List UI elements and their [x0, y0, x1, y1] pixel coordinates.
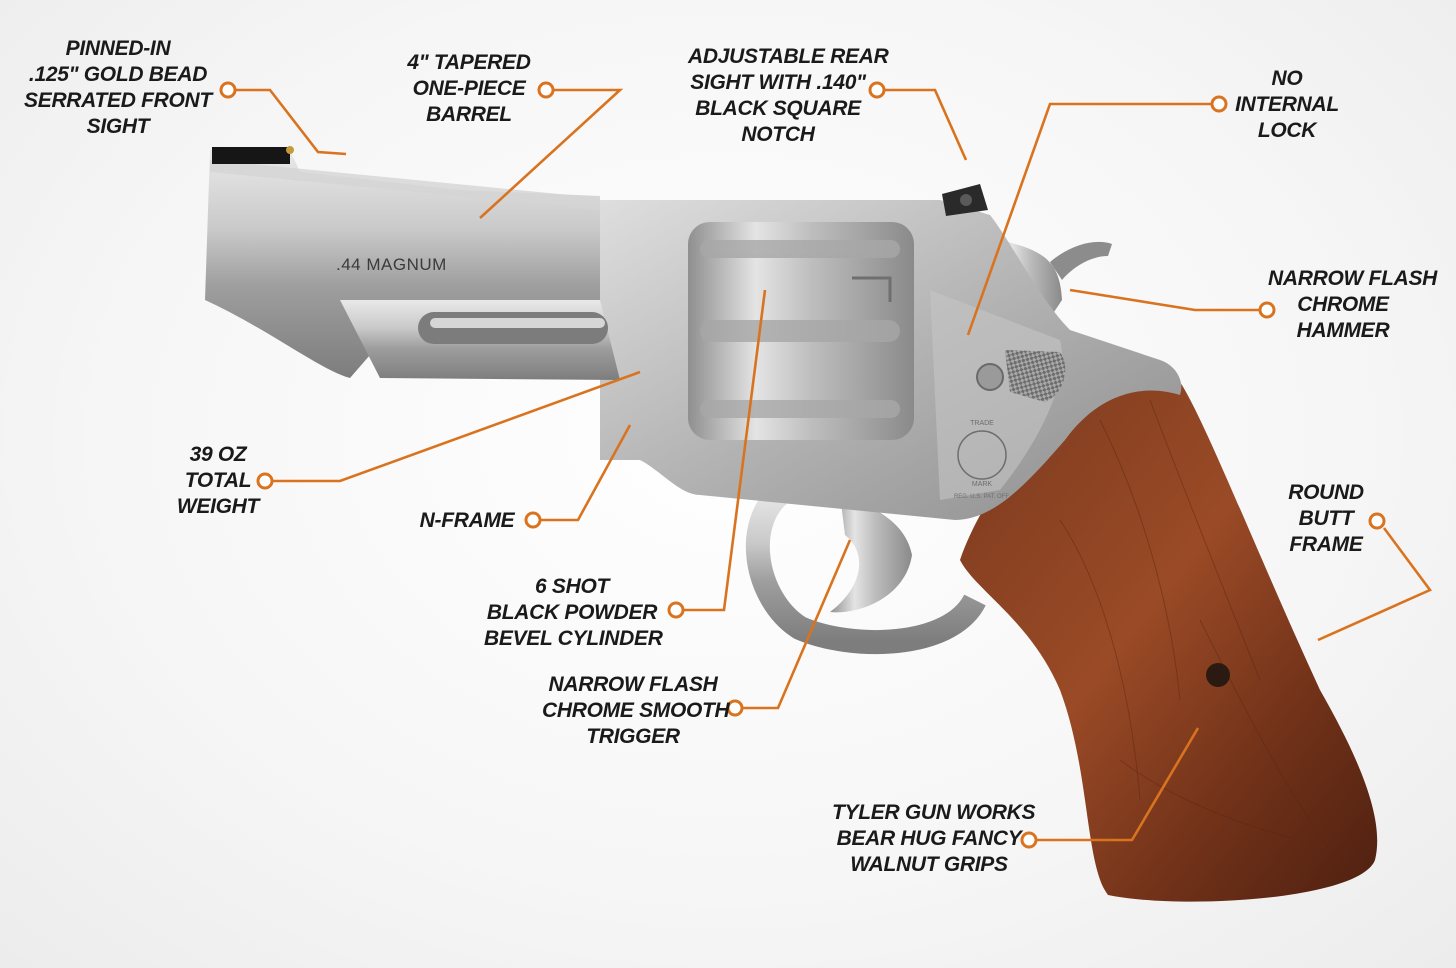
front-sight-bead [286, 146, 294, 154]
callout-internal-lock: NO INTERNAL LOCK [1234, 66, 1340, 144]
callout-line: INTERNAL [1235, 93, 1339, 116]
callout-barrel: 4" TAPERED ONE-PIECE BARREL [393, 50, 545, 128]
callout-hammer: NARROW FLASH CHROME HAMMER [1268, 266, 1438, 344]
internal-lock-leader [966, 102, 1212, 336]
callout-line: NARROW FLASH [548, 673, 718, 696]
hammer-dot [1258, 301, 1276, 319]
callout-line: BEAR HUG FANCY [836, 827, 1022, 850]
barrel-leader [479, 88, 624, 219]
callout-line: BUTT [1298, 507, 1354, 530]
callout-line: .125" GOLD BEAD [28, 63, 208, 86]
rear-sight-screw [960, 194, 972, 206]
callout-line: SIGHT WITH .140" [690, 71, 866, 94]
callout-line: 4" TAPERED [407, 51, 531, 74]
stamp-top: TRADE [970, 420, 994, 427]
weight-dot [256, 472, 274, 490]
callout-line: 39 OZ [189, 443, 247, 466]
callout-butt: ROUND BUTT FRAME [1276, 480, 1376, 558]
callout-line: TRIGGER [586, 725, 680, 748]
ejector-rod-shine [430, 318, 605, 328]
callout-line: TYLER GUN WORKS [832, 801, 1036, 824]
frame-leader [540, 424, 632, 522]
callout-line: TOTAL [184, 469, 252, 492]
rear-sight-leader [884, 88, 968, 161]
callout-line: ONE-PIECE [412, 77, 526, 100]
callout-line: CHROME [1297, 293, 1389, 316]
callout-rear-sight: ADJUSTABLE REAR SIGHT WITH .140" BLACK S… [688, 44, 889, 148]
grip-screw [1206, 663, 1230, 687]
callout-cylinder: 6 SHOT BLACK POWDER BEVEL CYLINDER [484, 574, 663, 652]
leader-lines [219, 81, 1433, 849]
trigger-dot [726, 699, 744, 717]
callout-line: BEVEL CYLINDER [484, 627, 663, 650]
trigger [830, 495, 912, 613]
callout-line: BARREL [426, 103, 512, 126]
callout-line: SIGHT [86, 115, 150, 138]
callout-line: BLACK POWDER [486, 601, 658, 624]
callout-line: HAMMER [1296, 319, 1390, 342]
hammer-leader [1069, 288, 1260, 312]
callout-line: SERRATED FRONT [24, 89, 212, 112]
front-sight-dot [219, 81, 237, 99]
callout-line: NOTCH [741, 123, 815, 146]
callout-line: ROUND [1288, 481, 1364, 504]
callout-grips: TYLER GUN WORKS BEAR HUG FANCY WALNUT GR… [832, 800, 1036, 878]
stamp-bottom: MARK [972, 481, 993, 488]
rear-sight-dot [868, 81, 886, 99]
front-sight-leader [234, 88, 347, 156]
cylinder-bolt-notch [852, 276, 892, 302]
trademark-stamp: TRADE MARK REG. U.S. PAT. OFF. [954, 420, 1010, 500]
stamp-reg: REG. U.S. PAT. OFF. [954, 494, 1010, 500]
callout-line: 6 SHOT [534, 575, 610, 598]
callout-trigger: NARROW FLASH CHROME SMOOTH TRIGGER [542, 672, 730, 750]
callout-line: WALNUT GRIPS [850, 853, 1008, 876]
callout-line: N-FRAME [419, 509, 515, 532]
callout-line: NARROW FLASH [1268, 267, 1438, 290]
cylinder-leader [683, 289, 767, 612]
revolver: TRADE MARK REG. U.S. PAT. OFF. .44 MAGNU… [205, 146, 1378, 902]
barrel-engraving: .44 MAGNUM [336, 255, 447, 274]
butt-leader [1317, 527, 1433, 642]
butt-dot [1368, 512, 1386, 530]
barrel [205, 150, 600, 378]
callout-frame: N-FRAME [412, 508, 522, 534]
callout-line: CHROME SMOOTH [542, 699, 730, 722]
trigger-guard [745, 480, 986, 655]
callout-line: LOCK [1257, 119, 1317, 142]
barrel-dot [537, 81, 555, 99]
grip-grain [1059, 399, 1331, 851]
trigger-leader [742, 539, 852, 710]
grips-leader [1036, 727, 1200, 842]
frame-dot [524, 511, 542, 529]
callout-line: PINNED-IN [65, 37, 171, 60]
callout-weight: 39 OZ TOTAL WEIGHT [168, 442, 268, 520]
callout-line: WEIGHT [176, 495, 260, 518]
callout-line: NO [1271, 67, 1303, 90]
hammer-spur [1050, 241, 1112, 280]
callout-line: ADJUSTABLE REAR [688, 45, 889, 68]
weight-leader [272, 370, 641, 483]
callout-line: BLACK SQUARE [695, 97, 861, 120]
front-sight [212, 147, 290, 164]
side-plate [930, 290, 1062, 500]
side-screw [976, 363, 1004, 391]
walnut-grip [960, 369, 1378, 902]
internal-lock-dot [1210, 95, 1228, 113]
grips-dot [1020, 831, 1038, 849]
cylinder-release [1005, 350, 1066, 402]
cylinder-dot [667, 601, 685, 619]
callout-line: FRAME [1289, 533, 1363, 556]
callout-front-sight: PINNED-IN .125" GOLD BEAD SERRATED FRONT… [22, 36, 214, 140]
